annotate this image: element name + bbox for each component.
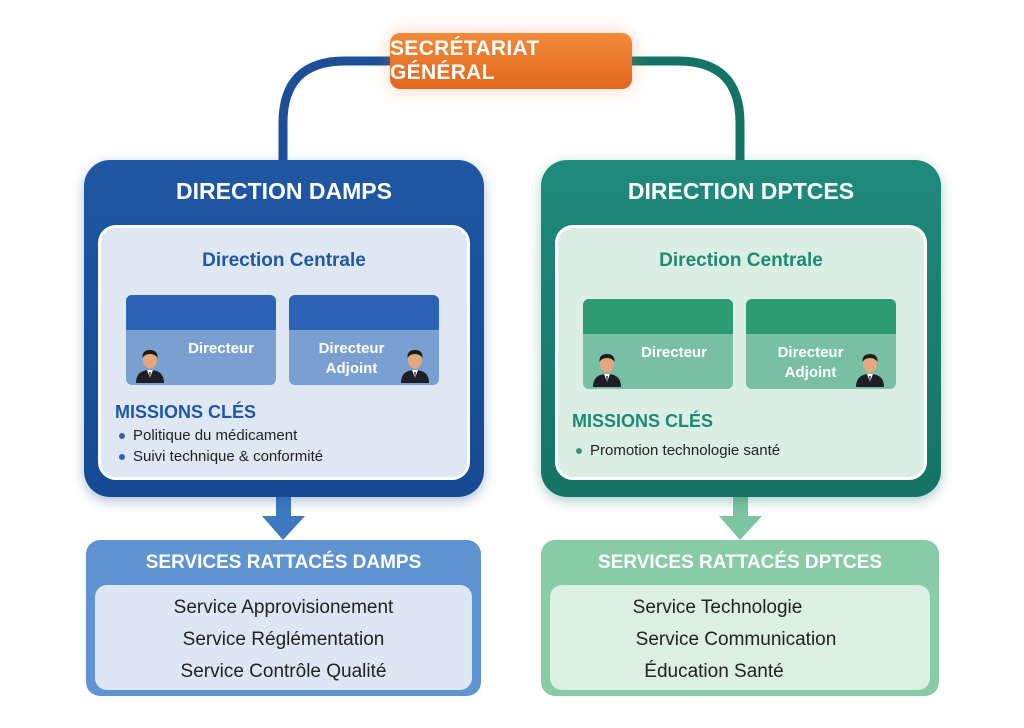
services-list: Service Technologie Service Communicatio… xyxy=(550,585,930,690)
service-item: Service Approvisionement xyxy=(173,597,394,618)
direction-damps-box: DIRECTION DAMPS Direction Centrale Direc… xyxy=(84,160,484,497)
mission-item: Politique du médicament xyxy=(117,425,323,446)
service-item: Éducation Santé xyxy=(644,661,784,682)
deputy-director-card: Directeur Adjoint xyxy=(289,295,439,385)
person-icon xyxy=(401,350,429,383)
secretariat-general-box: SECRÉTARIAT GÉNÉRAL xyxy=(390,33,632,89)
deputy-director-label-line1: Directeur xyxy=(777,344,844,361)
director-label: Directeur xyxy=(188,340,254,357)
missions-title: MISSIONS CLÉS xyxy=(572,411,714,431)
services-list: Service Approvisionement Service Régléme… xyxy=(95,585,472,690)
direction-centrale-panel: Direction Centrale Directeur Directeur A… xyxy=(555,225,927,480)
person-icon xyxy=(593,354,621,387)
service-item: Service Communication xyxy=(635,629,837,650)
connector-sg-damps xyxy=(278,56,392,160)
connector-sg-dptces xyxy=(630,56,745,160)
mission-item: Promotion technologie santé xyxy=(574,440,780,461)
direction-title: DIRECTION DAMPS xyxy=(176,178,392,204)
service-item: Service Réglémentation xyxy=(182,629,385,650)
missions-list: Promotion technologie santé xyxy=(574,440,780,461)
director-card: Directeur xyxy=(126,295,276,385)
direction-centrale-label: Direction Centrale xyxy=(659,250,823,271)
person-icon xyxy=(136,350,164,383)
missions-title: MISSIONS CLÉS xyxy=(115,402,257,422)
director-card: Directeur xyxy=(583,299,733,389)
deputy-director-label-line1: Directeur xyxy=(318,340,385,357)
deputy-director-label-line2: Adjoint xyxy=(325,360,378,377)
arrow-down-dptces xyxy=(719,496,762,540)
direction-centrale-label: Direction Centrale xyxy=(202,250,366,271)
arrow-down-damps xyxy=(262,496,305,540)
person-icon xyxy=(856,354,884,387)
services-dptces-box: SERVICES RATTACÉS DPTCES Service Technol… xyxy=(541,540,939,696)
mission-item: Suivi technique & conformité xyxy=(117,446,323,467)
services-damps-box: SERVICES RATTACÉS DAMPS Service Approvis… xyxy=(86,540,481,696)
services-title: SERVICES RATTACÉS DPTCES xyxy=(598,552,882,573)
service-item: Service Contrôle Qualité xyxy=(180,661,387,682)
direction-title: DIRECTION DPTCES xyxy=(627,178,855,204)
director-label: Directeur xyxy=(641,344,707,361)
services-title: SERVICES RATTACÉS DAMPS xyxy=(145,552,422,573)
direction-dptces-box: DIRECTION DPTCES Direction Centrale Dire… xyxy=(541,160,941,497)
direction-centrale-panel: Direction Centrale Directeur Directeur A… xyxy=(98,225,470,480)
deputy-director-card: Directeur Adjoint xyxy=(746,299,896,389)
deputy-director-label-line2: Adjoint xyxy=(784,364,837,381)
missions-list: Politique du médicament Suivi technique … xyxy=(117,425,323,467)
service-item: Service Technologie xyxy=(632,597,803,618)
secretariat-general-label: SECRÉTARIAT GÉNÉRAL xyxy=(390,37,540,84)
